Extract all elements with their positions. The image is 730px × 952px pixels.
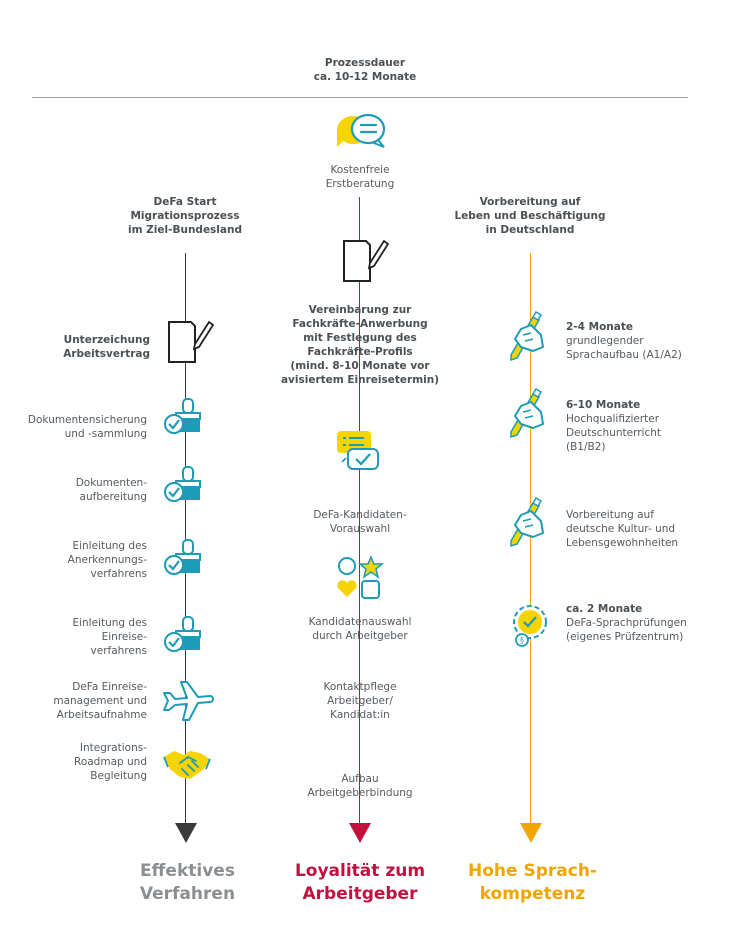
hand-pen-icon	[510, 387, 544, 439]
outcome-effective-process: Effektives Verfahren	[139, 861, 236, 904]
right-step-2-text: Hochqualifizierter Deutschunterricht (B1…	[566, 413, 662, 453]
outcome-employer-loyalty: Loyalität zum Arbeitgeber	[294, 861, 426, 904]
contract-icon	[168, 320, 215, 363]
left-heading: DeFa Start Migrationsprozess im Ziel-Bun…	[127, 196, 242, 236]
svg-text:§: §	[520, 636, 524, 645]
left-timeline	[185, 253, 187, 823]
right-step-3-text: Vorbereitung auf deutsche Kultur- und Le…	[566, 509, 679, 549]
stamp-check-icon	[164, 616, 201, 652]
chat-bubbles-icon	[337, 113, 386, 148]
right-step-1-text: grundlegender Sprachaufbau (A1/A2)	[566, 335, 682, 361]
outcome-language-competence: Hohe Sprach- kompetenz	[468, 861, 597, 904]
checklist-chat-icon	[337, 431, 379, 470]
left-step-entry-procedure: Einleitung des Einreise- verfahrens	[72, 617, 147, 657]
right-step-2-title: 6-10 Monate	[566, 399, 641, 411]
stamp-check-icon	[164, 539, 201, 575]
selection-label: Kandidatenauswahl durch Arbeitgeber	[308, 616, 412, 642]
airplane-icon	[163, 681, 214, 721]
shapes-selection-icon	[337, 555, 385, 599]
contact-label: Kontaktpflege Arbeitgeber/ Kandidat:in	[323, 681, 397, 721]
right-step-1-title: 2-4 Monate	[566, 321, 633, 333]
right-step-4-text: DeFa-Sprachprüfungen (eigenes Prüfzentru…	[566, 617, 687, 643]
left-step-integration: Integrations- Roadmap und Begleitung	[74, 742, 147, 782]
gear-certificate-icon: §	[513, 605, 547, 647]
hand-pen-icon	[510, 310, 544, 362]
right-step-4-title: ca. 2 Monate	[566, 603, 643, 615]
middle-timeline	[359, 197, 361, 825]
left-arrow-head	[175, 823, 197, 843]
left-step-documents: Dokumentensicherung und -sammlung	[27, 414, 147, 440]
stamp-check-icon	[164, 466, 201, 502]
handshake-icon	[163, 751, 211, 779]
right-heading: Vorbereitung auf Leben und Beschäftigung…	[454, 196, 606, 236]
duration-title: Prozessdauer	[324, 57, 406, 69]
contract-icon	[343, 239, 390, 282]
hand-pen-icon	[510, 496, 544, 548]
employer-binding-label: Aufbau Arbeitgeberbindung	[307, 773, 413, 799]
duration-value: ca. 10-12 Monate	[313, 71, 417, 83]
header-divider	[32, 97, 688, 98]
preselection-label: DeFa-Kandidaten- Vorauswahl	[313, 509, 407, 535]
initial-consultation-label: Kostenfreie Erstberatung	[325, 164, 395, 190]
agreement-label: Vereinbarung zur Fachkräfte-Anwerbung mi…	[280, 304, 440, 386]
middle-arrow-head	[349, 823, 371, 843]
right-timeline	[530, 253, 532, 823]
left-step-document-processing: Dokumenten- aufbereitung	[75, 477, 147, 503]
left-step-recognition: Einleitung des Anerkennungs- verfahrens	[67, 540, 147, 580]
stamp-check-icon	[164, 398, 201, 434]
left-step-contract: Unterzeichung Arbeitsvertrag	[63, 334, 150, 360]
left-step-entry-management: DeFa Einreise- management und Arbeitsauf…	[53, 681, 147, 721]
right-arrow-head	[520, 823, 542, 843]
